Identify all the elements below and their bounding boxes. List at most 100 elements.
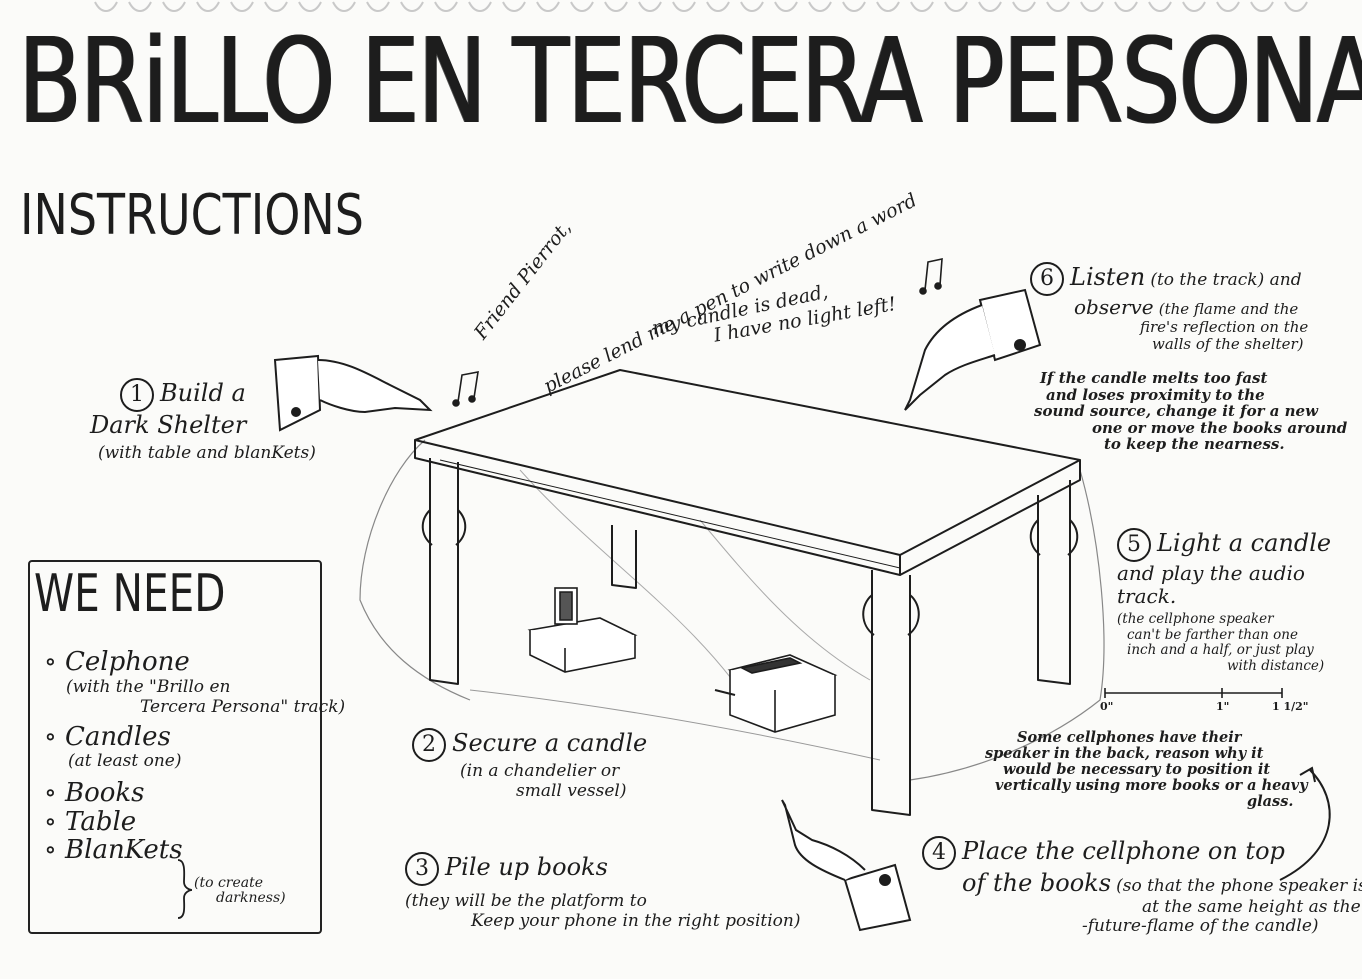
book-stack-phone xyxy=(714,654,838,733)
table-leg-back-right xyxy=(1037,480,1071,685)
step-title: Listen xyxy=(1070,263,1146,291)
lyric-line-2: please lend me a pen to write down a wor… xyxy=(540,189,921,398)
binding-loop xyxy=(1012,1,1036,12)
note-line: speaker in the back, reason why it xyxy=(985,744,1264,762)
step-title: Light a candle xyxy=(1157,529,1332,557)
step-note: fire's reflection on the xyxy=(1140,318,1309,336)
item-note: (with the "Brillo en xyxy=(66,676,231,697)
table-leg-front-left xyxy=(429,458,459,685)
binding-loop xyxy=(1114,1,1138,12)
step-number: 2 xyxy=(412,728,446,762)
binding-loop xyxy=(502,1,526,12)
page-title: BRiLLO EN TERCERA PERSONA xyxy=(18,12,1362,150)
binding-loop xyxy=(638,1,662,12)
step-note: (they will be the platform to xyxy=(405,891,647,911)
bracket-note-line: (to create xyxy=(194,875,264,891)
binding-loop xyxy=(808,1,832,12)
step-number: 6 xyxy=(1030,262,1064,296)
list-item: ∘ Candles xyxy=(44,721,171,752)
we-need-title: WE NEED xyxy=(34,564,226,624)
item-label: Celphone xyxy=(65,647,190,677)
step-note: (in a chandelier or xyxy=(460,761,620,781)
binding-loop xyxy=(298,1,322,12)
item-label: Candles xyxy=(65,721,171,752)
binding-loop xyxy=(1080,1,1104,12)
binding-loop xyxy=(570,1,594,12)
we-need-list: ∘ Celphone (with the "Brillo en Tercera … xyxy=(44,648,345,865)
step-note: small vessel) xyxy=(516,780,627,801)
list-item: ∘ BlanKets xyxy=(44,835,183,866)
binding-loop xyxy=(128,1,152,12)
blanket-left xyxy=(359,439,471,701)
note-line: and loses proximity to the xyxy=(1046,385,1265,404)
binding-loop xyxy=(740,1,764,12)
bracket-note: (to create darkness) xyxy=(194,875,286,907)
binding-loop xyxy=(1148,1,1172,12)
binding-loop xyxy=(1216,1,1240,12)
step-note: walls of the shelter) xyxy=(1152,335,1304,354)
hand-pointing-down xyxy=(904,288,1042,411)
item-label: Table xyxy=(65,806,137,837)
binding-loop xyxy=(1182,1,1206,12)
binding-loop xyxy=(94,1,118,12)
step-note: at the same height as the xyxy=(1142,896,1361,917)
table-leg-front-right xyxy=(871,570,911,816)
book-stack-candle xyxy=(527,587,638,673)
binding-loop xyxy=(910,1,934,12)
hand-pointing-up xyxy=(781,799,912,932)
note-line: vertically using more books or a heavy xyxy=(995,776,1308,794)
binding-loop xyxy=(332,1,356,12)
step-note: (to the track) and xyxy=(1150,270,1302,290)
binding-loop xyxy=(196,1,220,12)
list-item: ∘ Books xyxy=(44,778,145,809)
list-item: ∘ Celphone xyxy=(44,647,190,677)
step-note: (the flame and the xyxy=(1158,300,1299,318)
binding-loop xyxy=(944,1,968,12)
note-line: glass. xyxy=(1247,792,1294,810)
step-note: inch and a half, or just play xyxy=(1127,642,1314,659)
spiral-binding xyxy=(94,1,1308,12)
ruler-label-0: 0" xyxy=(1100,700,1114,713)
step-note: with distance) xyxy=(1227,657,1325,674)
table-leg-back-left xyxy=(611,525,637,589)
step-title: and play the audio xyxy=(1117,561,1305,585)
note-line: Some cellphones have their xyxy=(1017,729,1242,746)
binding-loop xyxy=(400,1,424,12)
back-speaker-note: Some cellphones have their speaker in th… xyxy=(985,730,1308,810)
binding-loop xyxy=(672,1,696,12)
step-title: of the books xyxy=(962,869,1112,897)
note-line: sound source, change it for a new xyxy=(1034,402,1319,420)
lyric-line-1: Friend Pierrot, xyxy=(470,216,576,344)
table-top xyxy=(414,369,1081,556)
binding-loop xyxy=(604,1,628,12)
binding-loop xyxy=(162,1,186,12)
binding-loop xyxy=(264,1,288,12)
binding-loop xyxy=(366,1,390,12)
ruler-label-1: 1" xyxy=(1216,700,1230,713)
step-title: observe xyxy=(1074,295,1154,319)
candle-note: If the candle melts too fast and loses p… xyxy=(1034,370,1347,453)
step-title: Build a xyxy=(160,379,246,407)
note-line: one or move the books around xyxy=(1092,418,1348,437)
note-line: If the candle melts too fast xyxy=(1040,369,1268,387)
step-title: Dark Shelter xyxy=(90,411,247,439)
page-subtitle: INSTRUCTIONS xyxy=(20,183,364,248)
we-need-box xyxy=(28,560,322,934)
step-note: (the cellphone speaker xyxy=(1117,611,1274,627)
note-line: to keep the nearness. xyxy=(1104,435,1285,453)
step-note: -future-flame of the candle) xyxy=(1082,916,1319,937)
binding-loop xyxy=(876,1,900,12)
binding-loop xyxy=(230,1,254,12)
binding-loop xyxy=(468,1,492,12)
binding-loop xyxy=(1046,1,1070,12)
ruler-label-2: 1 1/2" xyxy=(1272,700,1309,713)
binding-loop xyxy=(536,1,560,12)
step-number: 4 xyxy=(922,836,956,870)
step-note: Keep your phone in the right position) xyxy=(471,910,801,931)
